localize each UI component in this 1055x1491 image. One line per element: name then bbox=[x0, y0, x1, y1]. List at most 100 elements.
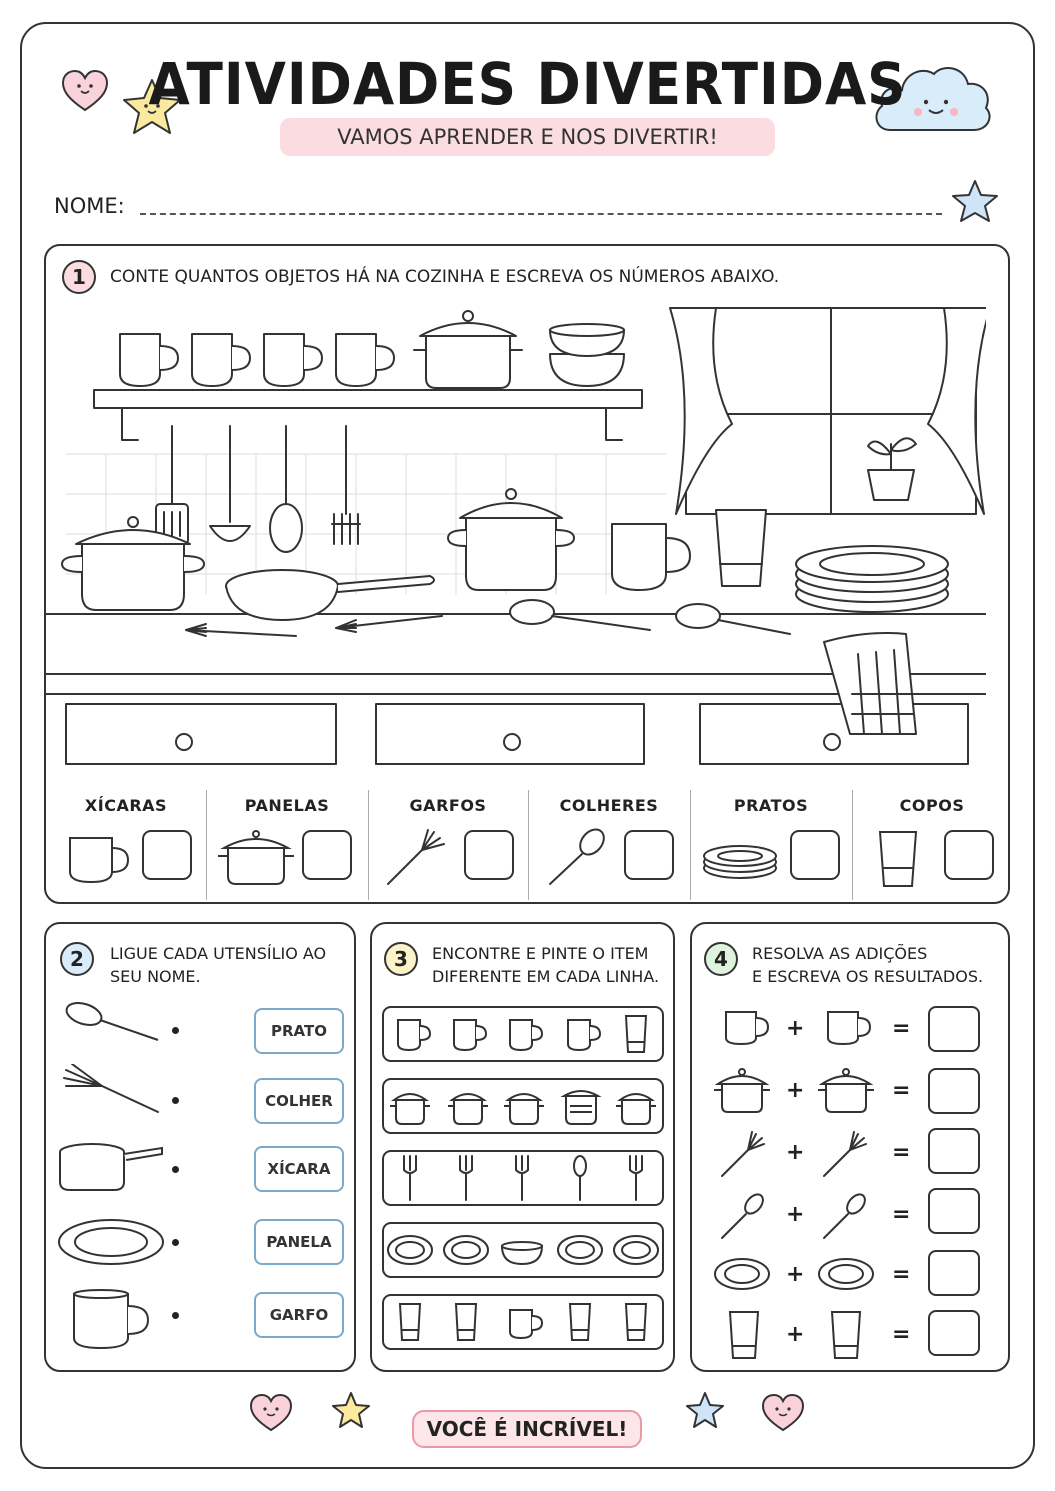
count-answer-box[interactable] bbox=[302, 830, 352, 880]
cup-icon[interactable] bbox=[509, 1309, 544, 1340]
section-instruction: SEU NOME. bbox=[110, 967, 201, 986]
pot-icon[interactable] bbox=[560, 1090, 602, 1125]
count-category: XÍCARAS bbox=[46, 782, 206, 902]
divider bbox=[368, 790, 369, 900]
fork-icon[interactable] bbox=[515, 1155, 529, 1201]
fork-icon bbox=[63, 1064, 159, 1113]
count-category: GARFOS bbox=[368, 782, 528, 902]
fork-icon bbox=[823, 1131, 867, 1177]
glass-icon bbox=[728, 1311, 760, 1359]
plus-sign: + bbox=[786, 1078, 805, 1103]
glass-icon[interactable] bbox=[624, 1303, 648, 1341]
plate-icon[interactable] bbox=[443, 1235, 489, 1265]
plus-sign: + bbox=[786, 1202, 805, 1227]
pot-icon bbox=[714, 1068, 770, 1113]
match-dot[interactable] bbox=[172, 1239, 179, 1246]
cup-icon bbox=[73, 1289, 150, 1350]
section-4-panel: 4 RESOLVA AS ADIÇÕES E ESCREVA OS RESULT… bbox=[690, 922, 1010, 1372]
section-instruction: RESOLVA AS ADIÇÕES bbox=[752, 944, 928, 963]
count-answer-box[interactable] bbox=[944, 830, 994, 880]
plates-icon bbox=[703, 845, 777, 879]
sum-answer-box[interactable] bbox=[928, 1128, 980, 1174]
cup-icon[interactable] bbox=[567, 1019, 602, 1052]
category-label: COLHERES bbox=[559, 796, 659, 815]
shelf-cup bbox=[119, 333, 395, 387]
sum-answer-box[interactable] bbox=[928, 1250, 980, 1296]
kitchen-scene bbox=[46, 307, 986, 765]
equals-sign: = bbox=[892, 1202, 911, 1227]
section-number: 1 bbox=[62, 260, 96, 294]
pot-icon[interactable] bbox=[504, 1093, 544, 1125]
sum-answer-box[interactable] bbox=[928, 1310, 980, 1356]
plate-icon bbox=[818, 1258, 874, 1290]
match-dot[interactable] bbox=[172, 1166, 179, 1173]
divider bbox=[528, 790, 529, 900]
fork-icon bbox=[387, 829, 445, 885]
count-answer-box[interactable] bbox=[142, 830, 192, 880]
glass-icon[interactable] bbox=[568, 1303, 592, 1341]
match-dot[interactable] bbox=[172, 1027, 179, 1034]
plate-icon bbox=[714, 1258, 770, 1290]
name-label: NOME: bbox=[54, 194, 125, 218]
pot-icon[interactable] bbox=[390, 1093, 430, 1125]
page-subtitle: VAMOS APRENDER E NOS DIVERTIR! bbox=[280, 118, 775, 156]
name-field[interactable] bbox=[140, 213, 942, 215]
match-word[interactable]: PRATO bbox=[254, 1008, 344, 1054]
page-title: ATIVIDADES DIVERTIDAS bbox=[148, 50, 907, 118]
equals-sign: = bbox=[892, 1262, 911, 1287]
cup-icon[interactable] bbox=[453, 1019, 488, 1052]
fork-icon[interactable] bbox=[459, 1155, 473, 1201]
count-answer-box[interactable] bbox=[464, 830, 514, 880]
match-word[interactable]: XÍCARA bbox=[254, 1146, 344, 1192]
star-icon bbox=[332, 1392, 370, 1428]
bowl-icon[interactable] bbox=[500, 1241, 544, 1266]
pot-icon bbox=[218, 830, 294, 885]
count-answer-box[interactable] bbox=[624, 830, 674, 880]
glass-icon bbox=[830, 1311, 862, 1359]
match-dot[interactable] bbox=[172, 1312, 179, 1319]
match-word[interactable]: PANELA bbox=[254, 1219, 344, 1265]
odd-one-out-row bbox=[382, 1150, 664, 1206]
section-number: 3 bbox=[384, 942, 418, 976]
count-category: COLHERES bbox=[528, 782, 690, 902]
pot-icon[interactable] bbox=[448, 1093, 488, 1125]
match-dot[interactable] bbox=[172, 1097, 179, 1104]
plate-icon[interactable] bbox=[613, 1235, 659, 1265]
glass-icon[interactable] bbox=[454, 1303, 478, 1341]
star-icon bbox=[952, 180, 998, 222]
count-answer-box[interactable] bbox=[790, 830, 840, 880]
divider bbox=[690, 790, 691, 900]
category-label: PANELAS bbox=[244, 796, 330, 815]
section-instruction: CONTE QUANTOS OBJETOS HÁ NA COZINHA E ES… bbox=[110, 267, 780, 287]
equals-sign: = bbox=[892, 1016, 911, 1041]
match-word[interactable]: GARFO bbox=[254, 1292, 344, 1338]
cup-icon bbox=[725, 1011, 770, 1046]
pot-icon[interactable] bbox=[616, 1093, 656, 1125]
spoon-icon[interactable] bbox=[573, 1155, 587, 1201]
plus-sign: + bbox=[786, 1016, 805, 1041]
plus-sign: + bbox=[786, 1262, 805, 1287]
divider bbox=[206, 790, 207, 900]
equals-sign: = bbox=[892, 1078, 911, 1103]
plate-icon[interactable] bbox=[387, 1235, 433, 1265]
spoon-icon bbox=[549, 828, 605, 885]
sum-answer-box[interactable] bbox=[928, 1006, 980, 1052]
glass-icon[interactable] bbox=[624, 1015, 648, 1053]
fork-icon[interactable] bbox=[403, 1155, 417, 1201]
match-word[interactable]: COLHER bbox=[254, 1078, 344, 1124]
fork-icon[interactable] bbox=[629, 1155, 643, 1201]
sum-answer-box[interactable] bbox=[928, 1068, 980, 1114]
cup-icon[interactable] bbox=[509, 1019, 544, 1052]
sum-answer-box[interactable] bbox=[928, 1188, 980, 1234]
count-category: PRATOS bbox=[690, 782, 852, 902]
section-3-panel: 3 ENCONTRE E PINTE O ITEM DIFERENTE EM C… bbox=[370, 922, 675, 1372]
glass-icon[interactable] bbox=[398, 1303, 422, 1341]
section-2-panel: 2 LIGUE CADA UTENSÍLIO AO SEU NOME. PRAT… bbox=[44, 922, 356, 1372]
saucepan-icon bbox=[59, 1143, 163, 1191]
plate-icon[interactable] bbox=[557, 1235, 603, 1265]
section-instruction: E ESCREVA OS RESULTADOS. bbox=[752, 967, 984, 986]
plate-icon bbox=[58, 1219, 164, 1265]
section-number: 4 bbox=[704, 942, 738, 976]
cup-icon[interactable] bbox=[397, 1019, 432, 1052]
heart-icon bbox=[61, 69, 109, 112]
